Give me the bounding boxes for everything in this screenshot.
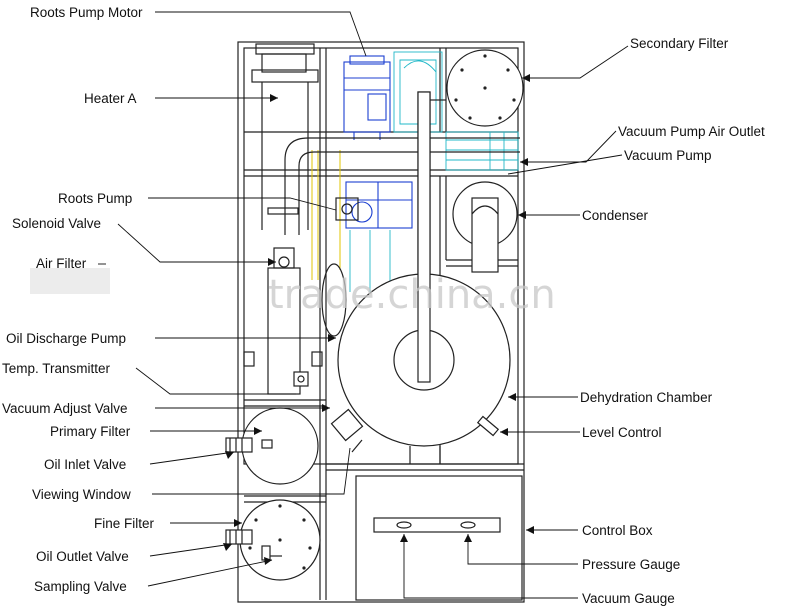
- dehydration-chamber: [330, 91, 511, 464]
- leader-lines: [98, 11, 629, 599]
- label-sampling-valve: Sampling Valve: [34, 579, 127, 594]
- label-control-box: Control Box: [582, 523, 653, 538]
- label-temp-transmitter: Temp. Transmitter: [2, 361, 111, 376]
- label-dehydration-chamber: Dehydration Chamber: [580, 390, 713, 405]
- oil-discharge-pump: [321, 263, 347, 337]
- condenser: [452, 181, 518, 273]
- label-vacuum-gauge: Vacuum Gauge: [582, 591, 675, 606]
- label-condenser: Condenser: [582, 208, 649, 223]
- label-oil-outlet-valve: Oil Outlet Valve: [36, 549, 129, 564]
- primary-filter: [225, 407, 319, 485]
- vacuum-pump: [393, 51, 519, 171]
- label-secondary-filter: Secondary Filter: [630, 36, 729, 51]
- watermark: trade.china.cn: [30, 268, 556, 318]
- heater-a: [251, 43, 341, 280]
- watermark-text: trade.china.cn: [268, 272, 556, 318]
- solenoid-valve: [273, 247, 295, 269]
- label-air-filter: Air Filter: [36, 256, 87, 271]
- fine-filter: [225, 499, 321, 581]
- label-fine-filter: Fine Filter: [94, 516, 155, 531]
- label-level-control: Level Control: [582, 425, 662, 440]
- label-oil-inlet-valve: Oil Inlet Valve: [44, 457, 126, 472]
- label-solenoid-valve: Solenoid Valve: [12, 216, 101, 231]
- control-box: [355, 475, 523, 601]
- roots-pump-motor: [343, 55, 391, 140]
- label-vacuum-adjust-valve: Vacuum Adjust Valve: [2, 401, 128, 416]
- label-pressure-gauge: Pressure Gauge: [582, 557, 680, 572]
- machine-frame: [237, 41, 525, 603]
- label-primary-filter: Primary Filter: [50, 424, 131, 439]
- label-vacuum-pump: Vacuum Pump: [624, 148, 712, 163]
- secondary-filter: [446, 49, 524, 127]
- label-roots-pump: Roots Pump: [58, 191, 132, 206]
- label-viewing-window: Viewing Window: [32, 487, 131, 502]
- label-heater-a: Heater A: [84, 91, 137, 106]
- label-roots-pump-motor: Roots Pump Motor: [30, 5, 143, 20]
- label-vacuum-pump-air-outlet: Vacuum Pump Air Outlet: [618, 124, 765, 139]
- label-oil-discharge-pump: Oil Discharge Pump: [6, 331, 126, 346]
- temp-transmitter: [293, 371, 309, 387]
- arrowheads: [223, 74, 534, 565]
